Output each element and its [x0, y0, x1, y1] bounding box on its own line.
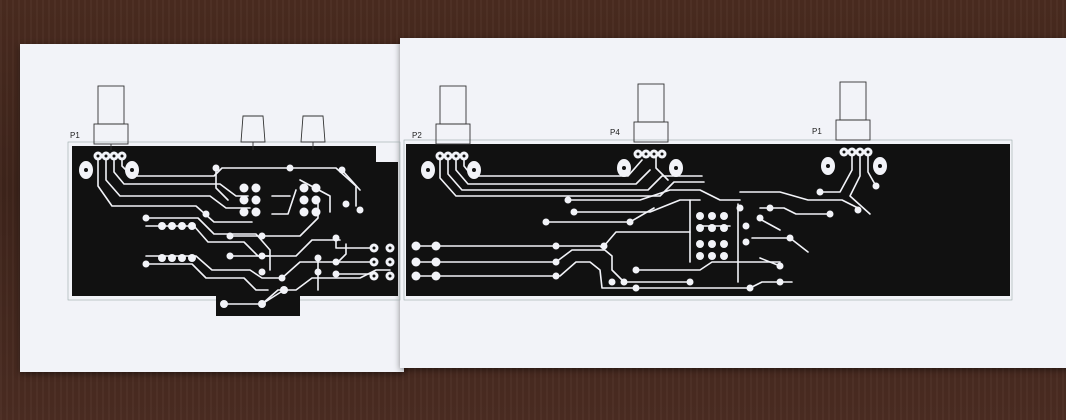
pad-holes-left	[84, 154, 392, 278]
pad-holes-right	[426, 150, 882, 172]
traces-right	[415, 155, 877, 289]
component-outlines-right	[435, 81, 871, 145]
label-p4: P4	[610, 128, 620, 137]
label-p1-left: P1	[70, 131, 80, 140]
label-p2: P2	[412, 131, 422, 140]
label-p1-right: P1	[812, 127, 822, 136]
pcb-board-right	[403, 139, 1013, 301]
component-outlines-left	[93, 85, 326, 150]
pads-right	[411, 147, 887, 292]
